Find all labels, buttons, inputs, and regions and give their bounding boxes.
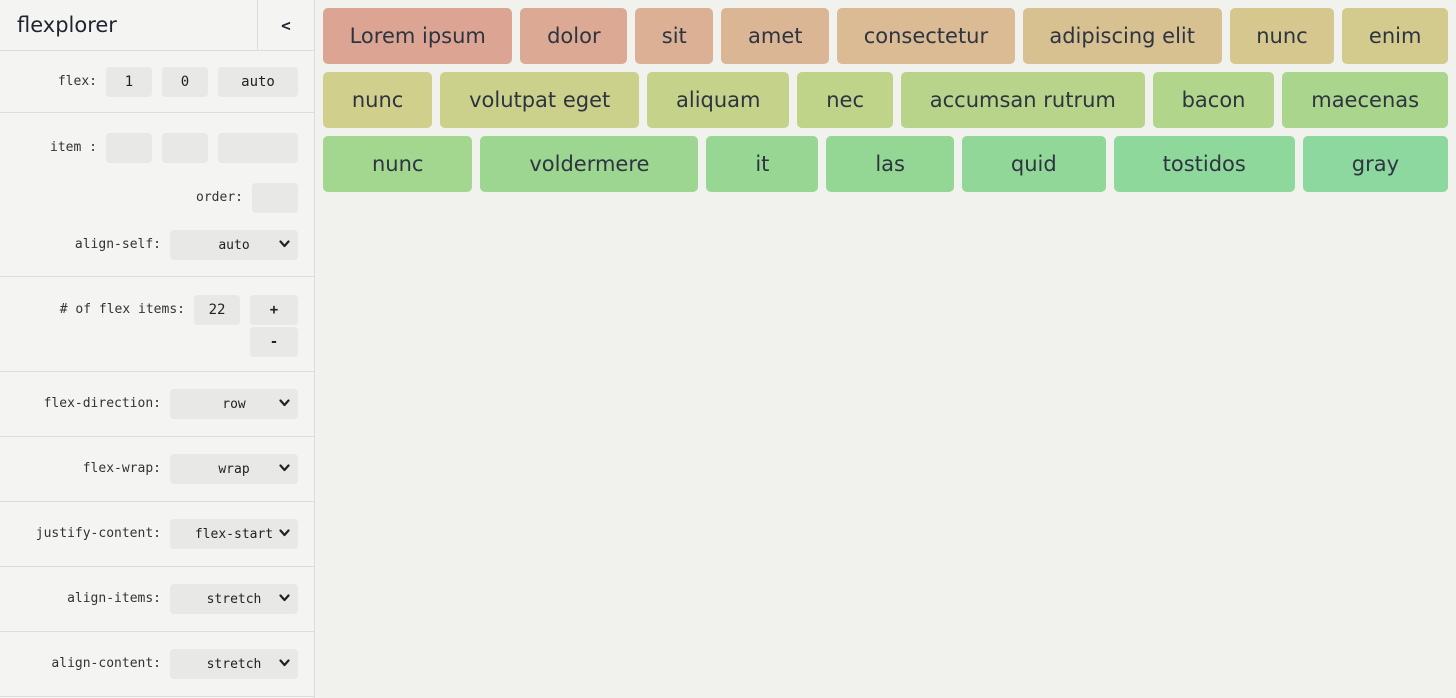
- flex-item[interactable]: amet: [721, 8, 830, 64]
- chevron-down-icon: [279, 464, 290, 472]
- flex-shrink-input[interactable]: [162, 67, 208, 97]
- flex-item[interactable]: aliquam: [647, 72, 790, 128]
- flex-direction-select[interactable]: row: [170, 389, 298, 419]
- flex-item[interactable]: dolor: [520, 8, 628, 64]
- item-settings-section: item : order: align-self: auto: [0, 113, 314, 277]
- item-input-1[interactable]: [106, 133, 152, 163]
- flex-wrap-section: flex-wrap: wrap: [0, 437, 314, 502]
- flex-item[interactable]: it: [706, 136, 819, 192]
- align-items-section: align-items: stretch: [0, 567, 314, 632]
- flex-item[interactable]: consectetur: [837, 8, 1015, 64]
- app-title: flexplorer: [17, 13, 117, 37]
- flex-label: flex:: [57, 74, 97, 89]
- flex-shorthand-section: flex:: [0, 51, 314, 113]
- sidebar: flexplorer < flex: item : order: align-s…: [0, 0, 315, 698]
- flex-item[interactable]: adipiscing elit: [1022, 8, 1222, 64]
- align-content-select[interactable]: stretch: [170, 649, 298, 679]
- flex-direction-section: flex-direction: row: [0, 372, 314, 437]
- item-count-section: # of flex items: + -: [0, 277, 314, 372]
- align-items-select[interactable]: stretch: [170, 584, 298, 614]
- chevron-down-icon: [279, 659, 290, 667]
- align-content-section: align-content: stretch: [0, 632, 314, 697]
- order-input[interactable]: [252, 183, 298, 213]
- align-self-select[interactable]: auto: [170, 230, 298, 260]
- chevron-down-icon: [279, 529, 290, 537]
- align-self-label: align-self:: [74, 237, 161, 252]
- justify-content-section: justify-content: flex-start: [0, 502, 314, 567]
- flex-item[interactable]: gray: [1302, 136, 1448, 192]
- sidebar-header: flexplorer <: [0, 0, 314, 51]
- chevron-down-icon: [279, 399, 290, 407]
- flex-item[interactable]: nunc: [323, 136, 473, 192]
- justify-content-label: justify-content:: [35, 526, 161, 541]
- item-label: item :: [50, 140, 97, 155]
- flex-item[interactable]: sit: [635, 8, 714, 64]
- flex-item[interactable]: nunc: [1229, 8, 1335, 64]
- flex-item[interactable]: las: [826, 136, 954, 192]
- count-stepper: + -: [250, 295, 298, 357]
- chevron-down-icon: [279, 594, 290, 602]
- flex-basis-input[interactable]: [218, 67, 298, 97]
- collapse-sidebar-button[interactable]: <: [257, 0, 314, 50]
- chevron-down-icon: [279, 240, 290, 248]
- align-content-label: align-content:: [51, 656, 161, 671]
- decrement-items-button[interactable]: -: [250, 327, 298, 357]
- flex-wrap-label: flex-wrap:: [82, 461, 161, 476]
- flex-item[interactable]: maecenas: [1282, 72, 1448, 128]
- flex-item[interactable]: volutpat eget: [440, 72, 640, 128]
- increment-items-button[interactable]: +: [250, 295, 298, 325]
- flex-item[interactable]: accumsan rutrum: [900, 72, 1145, 128]
- item-input-2[interactable]: [162, 133, 208, 163]
- flex-direction-label: flex-direction:: [43, 396, 161, 411]
- flex-item[interactable]: tostidos: [1113, 136, 1295, 192]
- flex-grow-input[interactable]: [106, 67, 152, 97]
- flex-item[interactable]: enim: [1342, 8, 1449, 64]
- flex-item[interactable]: bacon: [1152, 72, 1275, 128]
- flex-item[interactable]: Lorem ipsum: [323, 8, 513, 64]
- flex-item[interactable]: quid: [961, 136, 1106, 192]
- flex-items-count-input[interactable]: [194, 295, 240, 325]
- flex-item[interactable]: voldermere: [480, 136, 699, 192]
- flex-wrap-select[interactable]: wrap: [170, 454, 298, 484]
- item-input-3[interactable]: [218, 133, 298, 163]
- flex-item[interactable]: nunc: [323, 72, 433, 128]
- justify-content-select[interactable]: flex-start: [170, 519, 298, 549]
- flex-item[interactable]: nec: [797, 72, 893, 128]
- flex-items-count-label: # of flex items:: [59, 302, 185, 317]
- order-label: order:: [196, 190, 243, 205]
- align-items-label: align-items:: [67, 591, 161, 606]
